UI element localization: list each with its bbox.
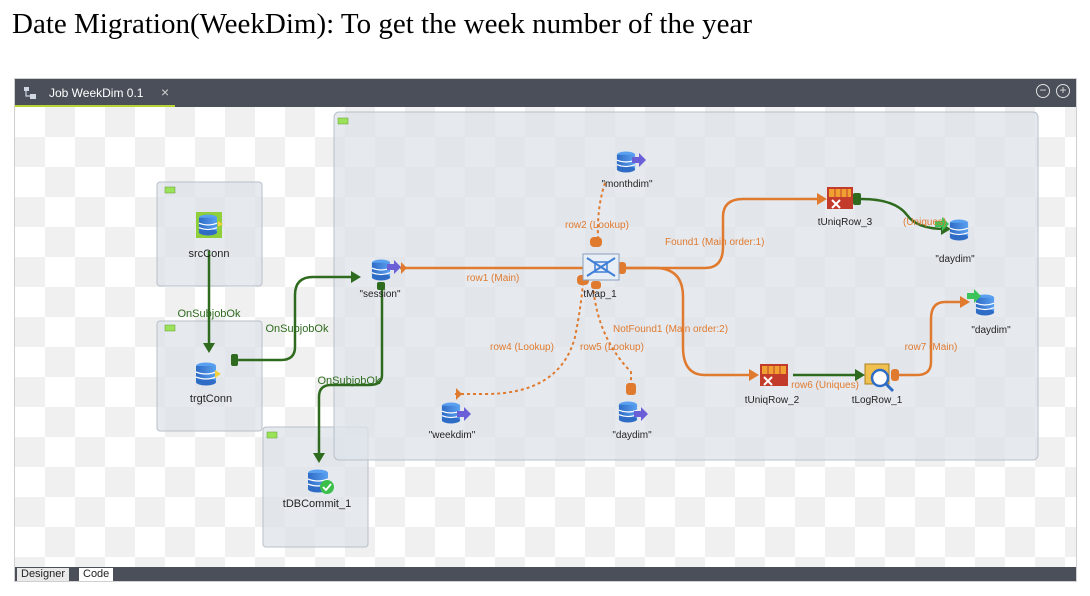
link-onsubjobok-2[interactable] (237, 275, 355, 362)
document-title: Date Migration(WeekDim): To get the week… (12, 8, 752, 40)
label-logrow: tLogRow_1 (852, 395, 903, 406)
label-row4: row4 (Lookup) (490, 342, 554, 353)
collapse-toggle[interactable] (337, 117, 349, 125)
component-srcconn[interactable] (196, 212, 223, 238)
component-uniqrow3[interactable] (827, 187, 861, 209)
subjob-box-main[interactable] (333, 111, 1039, 461)
job-designer-window: Job WeekDim 0.1 × − + (14, 78, 1077, 582)
label-onsubjobok-1: OnSubjobOk (178, 308, 241, 320)
label-daydim-right: "daydim" (971, 325, 1011, 336)
label-uniques-top: (Uniques) (903, 217, 946, 228)
label-row5: row5 (Lookup) (580, 342, 644, 353)
component-session[interactable] (371, 259, 401, 290)
tab-job-weekdim[interactable]: Job WeekDim 0.1 × (15, 79, 175, 108)
label-uniqrow2: tUniqRow_2 (745, 395, 800, 406)
label-onsubjobok-3: OnSubjobOk (318, 375, 381, 387)
label-session: "session" (359, 289, 400, 300)
label-tmap: tMap_1 (583, 289, 617, 300)
link-onsubjobok-3[interactable] (317, 289, 384, 455)
tab-code[interactable]: Code (79, 568, 114, 581)
editor-tab-bar: Job WeekDim 0.1 × − + (15, 79, 1076, 108)
label-row6: row6 (Uniques) (791, 380, 859, 391)
label-srcconn: srcConn (189, 248, 230, 260)
label-daydim-top: "daydim" (935, 254, 975, 265)
design-canvas[interactable]: srcConn trgtConn tDBCommit_1 "session" (15, 107, 1076, 569)
close-icon[interactable]: × (161, 84, 170, 100)
link-row2[interactable] (596, 182, 606, 238)
collapse-toggle[interactable] (164, 324, 176, 332)
link-notfound1[interactable] (620, 266, 755, 377)
job-icon (24, 87, 36, 99)
minimize-icon[interactable]: − (1036, 84, 1050, 98)
link-found1[interactable] (620, 197, 823, 270)
component-logrow[interactable] (864, 363, 895, 393)
label-trgtconn: trgtConn (190, 393, 232, 405)
collapse-toggle[interactable] (266, 431, 278, 439)
label-row7: row7 (Main) (905, 342, 958, 353)
label-onsubjobok-2: OnSubjobOk (266, 323, 329, 335)
label-uniqrow3: tUniqRow_3 (818, 217, 873, 228)
link-row4[interactable] (455, 282, 584, 395)
label-daydim-lookup: "daydim" (612, 430, 652, 441)
label-row2: row2 (Lookup) (565, 220, 629, 231)
component-uniqrow2[interactable] (760, 364, 788, 386)
link-uniques-top[interactable] (860, 197, 946, 231)
tab-label: Job WeekDim 0.1 (49, 86, 144, 100)
label-weekdim: "weekdim" (429, 430, 476, 441)
label-dbcommit: tDBCommit_1 (283, 498, 351, 510)
label-monthdim: "monthdim" (601, 179, 652, 190)
editor-bottom-bar: Designer Code (15, 567, 1076, 581)
collapse-toggle[interactable] (164, 186, 176, 194)
component-trgtconn[interactable] (195, 354, 238, 386)
label-notfound1: NotFound1 (Main order:2) (613, 324, 728, 335)
link-row7[interactable] (891, 300, 965, 377)
component-tmap[interactable] (582, 253, 620, 281)
active-tab-indicator (15, 105, 175, 108)
label-found1: Found1 (Main order:1) (665, 237, 765, 248)
component-dbcommit[interactable] (307, 469, 334, 495)
job-diagram: srcConn trgtConn tDBCommit_1 "session" (156, 111, 1039, 548)
label-row1: row1 (Main) (467, 273, 520, 284)
add-icon[interactable]: + (1056, 84, 1070, 98)
tab-designer[interactable]: Designer (17, 568, 70, 581)
link-row5[interactable] (592, 284, 632, 387)
